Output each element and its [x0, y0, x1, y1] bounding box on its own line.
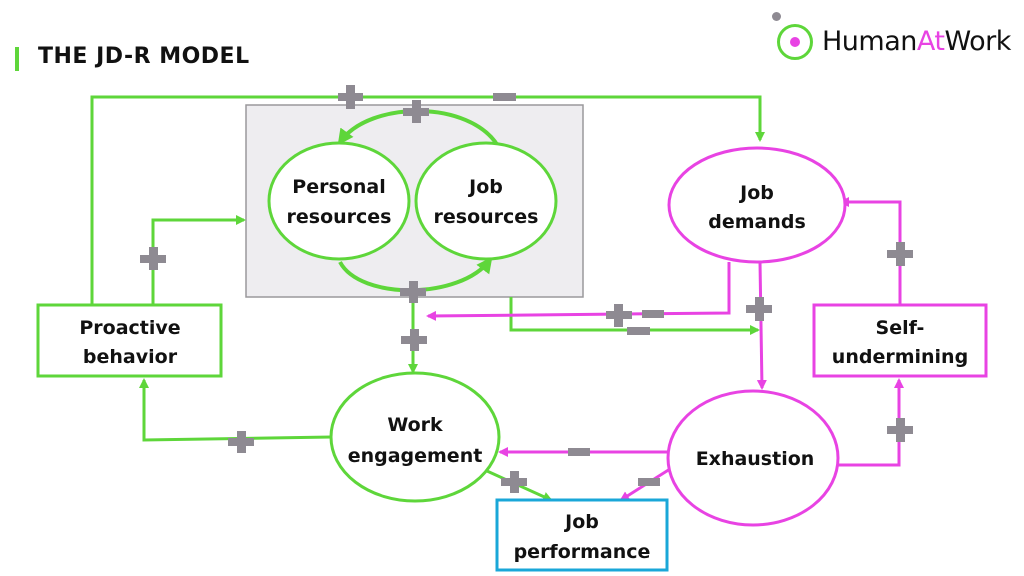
edge-resources-to-exhaustion	[509, 297, 760, 335]
edge-selfundermining-to-jobdemands	[839, 197, 902, 305]
plus-sign-icon	[338, 85, 363, 109]
label-job-resources-1: Job	[467, 176, 503, 198]
page-title: THE JD-R MODEL	[38, 44, 250, 69]
node-job-performance	[495, 498, 669, 572]
node-exhaustion	[666, 389, 840, 527]
plus-sign-icon	[501, 471, 527, 493]
node-proactive-behavior	[36, 303, 223, 378]
plus-sign-icon	[887, 418, 913, 442]
plus-sign-icon	[746, 297, 772, 321]
title-accent-bar	[15, 47, 19, 71]
minus-sign-icon	[627, 327, 650, 335]
minus-sign-icon	[642, 310, 664, 318]
label-proactive-1: Proactive	[79, 317, 180, 339]
edge-jobdemands-to-exhaustion	[756, 261, 767, 390]
label-personal-resources-2: resources	[287, 206, 392, 228]
humanatwork-logo: HumanAtWork	[772, 10, 1022, 64]
label-work-engagement-2: engagement	[348, 445, 483, 467]
label-job-demands-1: Job	[738, 182, 774, 204]
plus-sign-icon	[403, 100, 429, 123]
edge-exhaustion-to-selfundermining	[838, 378, 904, 467]
minus-sign-icon	[493, 93, 516, 101]
plus-sign-icon	[887, 242, 913, 266]
label-selfundermining-2: undermining	[832, 346, 968, 368]
edge-proactive-to-resources	[151, 215, 246, 305]
edge-engagement-to-proactive	[139, 378, 333, 442]
logo-grey-dot-icon	[772, 12, 781, 21]
label-job-performance-1: Job	[563, 511, 599, 533]
node-job-demands	[667, 146, 847, 264]
label-job-performance-2: performance	[514, 541, 651, 563]
plus-sign-icon	[400, 281, 426, 303]
node-self-undermining	[812, 303, 988, 378]
minus-sign-icon	[568, 448, 590, 456]
minus-sign-icon	[638, 478, 660, 486]
label-exhaustion: Exhaustion	[696, 448, 815, 470]
label-job-demands-2: demands	[708, 211, 806, 233]
logo-magenta-dot-icon	[790, 37, 800, 47]
logo-accent: At	[916, 26, 945, 57]
node-work-engagement	[329, 371, 501, 503]
label-job-resources-2: resources	[434, 206, 539, 228]
label-work-engagement-1: Work	[387, 414, 443, 436]
logo-suffix: Work	[944, 26, 1011, 57]
plus-sign-icon	[228, 431, 254, 453]
plus-sign-icon	[606, 304, 632, 327]
label-proactive-2: behavior	[83, 346, 178, 368]
node-personal-resources	[267, 141, 411, 261]
node-job-resources	[414, 141, 558, 261]
logo-wordmark: HumanAtWork	[822, 26, 1011, 57]
plus-sign-icon	[140, 247, 166, 270]
label-personal-resources-1: Personal	[292, 176, 385, 198]
edge-jobdemands-to-engagement	[426, 262, 731, 321]
logo-ring-icon	[777, 24, 813, 60]
plus-sign-icon	[401, 329, 427, 351]
label-selfundermining-1: Self-	[876, 317, 925, 339]
logo-prefix: Human	[822, 26, 917, 57]
edge-proactive-to-jobdemands	[90, 95, 765, 305]
